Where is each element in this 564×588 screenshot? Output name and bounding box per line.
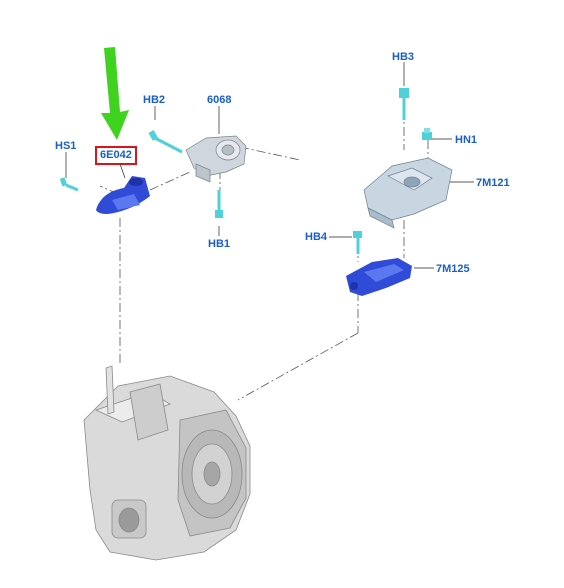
bolt-icon-hb1 bbox=[215, 190, 223, 218]
part-6e042-bracket bbox=[96, 176, 150, 214]
callout-7m121: 7M121 bbox=[476, 177, 510, 189]
callout-7m125: 7M125 bbox=[436, 263, 470, 275]
transmission-housing bbox=[83, 365, 251, 561]
bolt-icon-hb3 bbox=[399, 88, 409, 120]
bolt-icon-hb4 bbox=[353, 231, 362, 254]
part-7m121-mount bbox=[363, 157, 453, 229]
assembly-lines bbox=[99, 110, 429, 401]
callout-hs1: HS1 bbox=[55, 140, 77, 152]
part-7m125-bracket bbox=[346, 258, 412, 296]
bolt-icon-hs1 bbox=[59, 177, 79, 192]
part-6068-mount bbox=[185, 135, 247, 183]
callout-hb4: HB4 bbox=[305, 231, 328, 243]
callout-6068: 6068 bbox=[207, 94, 232, 106]
callout-6e042-highlighted: 6E042 bbox=[95, 146, 137, 165]
green-arrow-down-icon bbox=[101, 47, 129, 140]
callout-hn1: HN1 bbox=[455, 134, 478, 146]
callout-hb2: HB2 bbox=[143, 94, 166, 106]
nut-icon-hn1 bbox=[422, 128, 432, 140]
leader-lines bbox=[65, 62, 474, 269]
bolt-icon-hb2 bbox=[148, 130, 183, 154]
callout-hb3: HB3 bbox=[392, 51, 415, 63]
callout-hb1: HB1 bbox=[208, 238, 231, 250]
